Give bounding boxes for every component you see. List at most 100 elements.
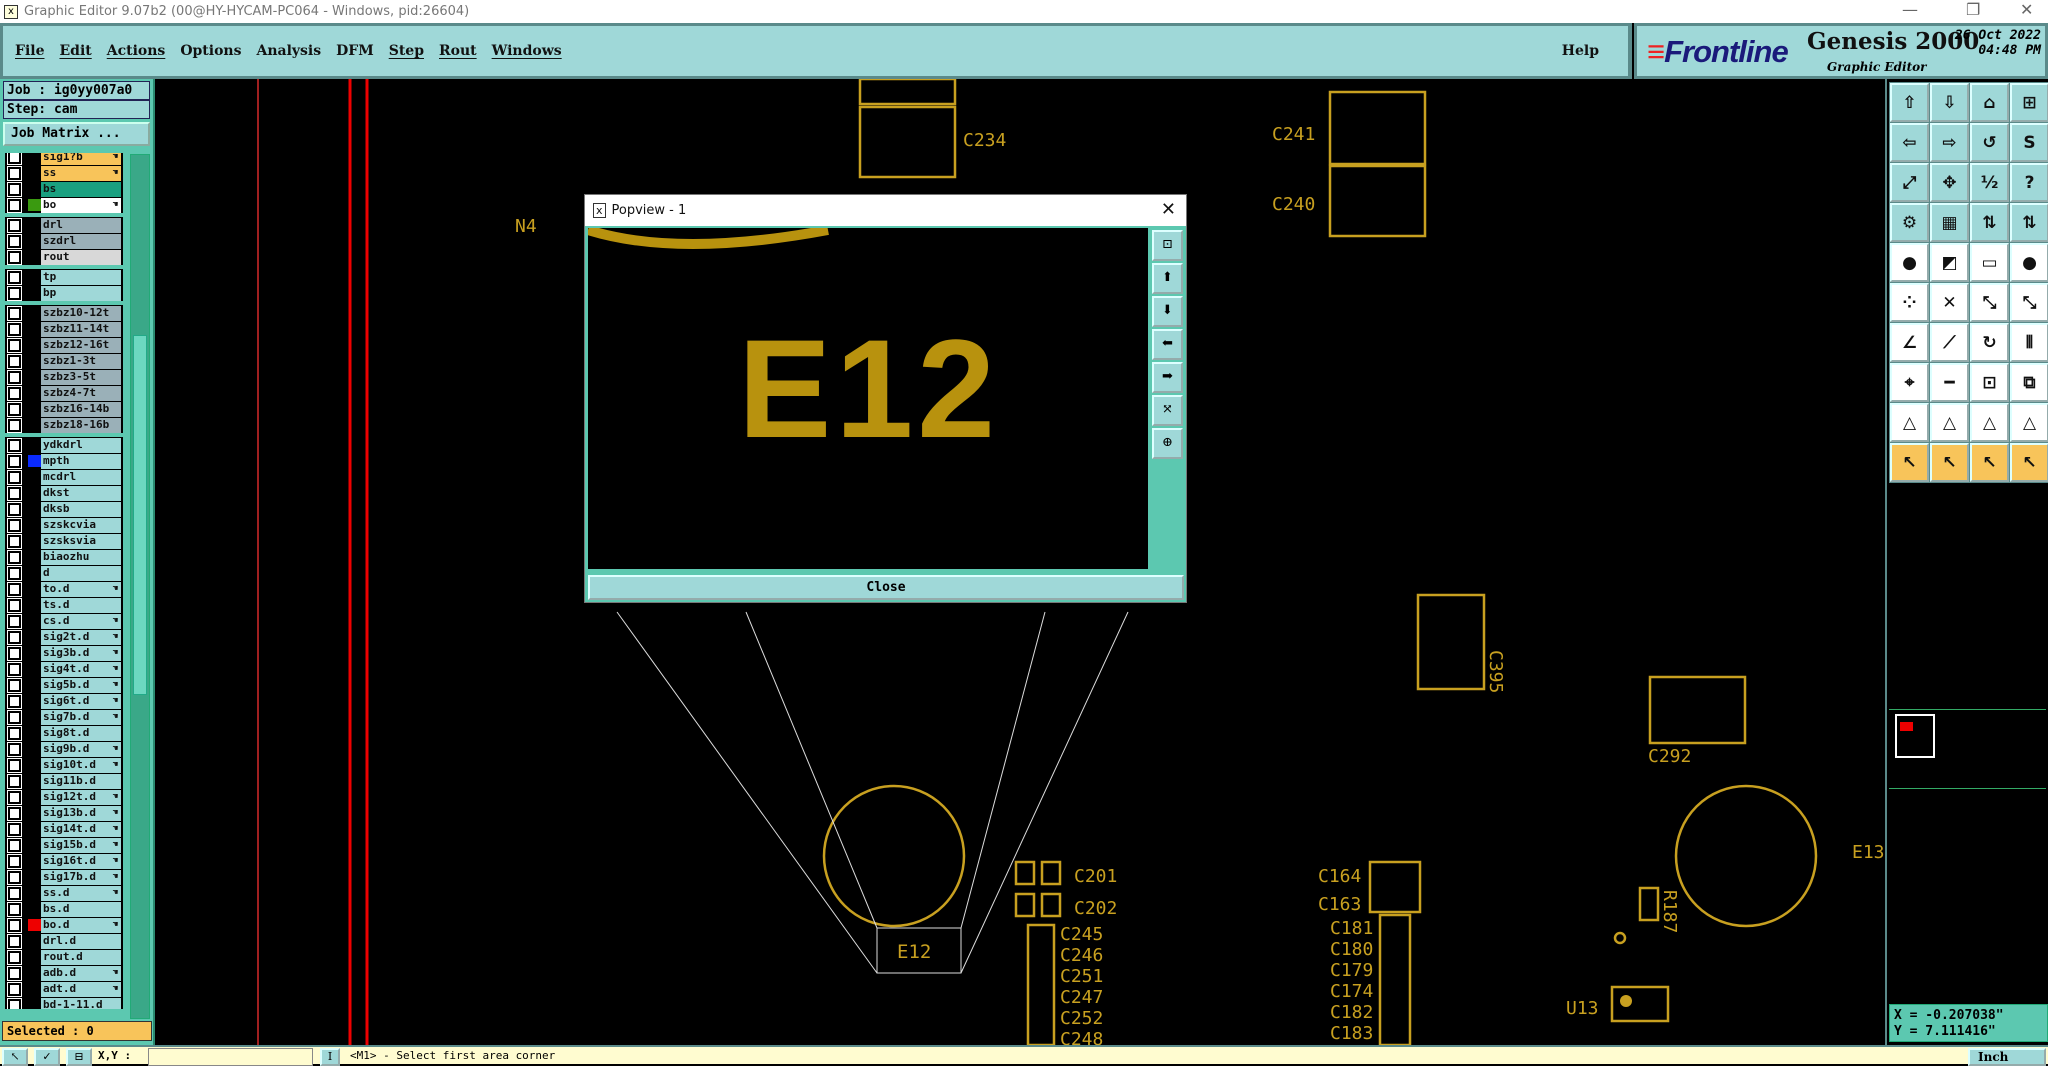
layer-display-swatch[interactable] — [28, 167, 41, 179]
layer-affected-checkbox[interactable] — [7, 437, 22, 453]
layer-affected-checkbox[interactable] — [7, 153, 22, 165]
menu-dfm[interactable]: DFM — [336, 43, 374, 59]
layer-row[interactable]: drl — [5, 217, 123, 233]
layer-name[interactable]: sig5b.d☚ — [41, 677, 121, 693]
layer-name[interactable]: szbz12-16t — [41, 337, 121, 353]
layer-row[interactable]: ydkdrl — [5, 437, 123, 453]
layer-row[interactable]: cs.d☚ — [5, 613, 123, 629]
select-2-icon[interactable]: ↖ — [1930, 443, 1969, 482]
layer-row[interactable]: szbz4-7t — [5, 385, 123, 401]
layer-name[interactable]: bd-1-11.d — [41, 997, 121, 1009]
popview-zoom-icon[interactable]: ⊡ — [1152, 230, 1183, 261]
layer-affected-checkbox[interactable] — [7, 369, 22, 385]
layer-row[interactable]: szsksvia — [5, 533, 123, 549]
layer-row[interactable]: sig15b.d☚ — [5, 837, 123, 853]
layer-affected-checkbox[interactable] — [7, 885, 22, 901]
layer-row[interactable]: sig9b.d☚ — [5, 741, 123, 757]
popview-up-icon[interactable]: ⬆ — [1152, 263, 1183, 294]
layer-name[interactable]: szbz1-3t — [41, 353, 121, 369]
polygon-icon[interactable]: ◩ — [1930, 243, 1969, 282]
layer-display-swatch[interactable] — [28, 235, 41, 247]
menu-windows[interactable]: Windows — [491, 43, 562, 59]
select-4-icon[interactable]: ↖ — [2010, 443, 2048, 482]
layer-affected-checkbox[interactable] — [7, 661, 22, 677]
layer-affected-checkbox[interactable] — [7, 837, 22, 853]
layer-row[interactable]: sig6t.d☚ — [5, 693, 123, 709]
settings-icon[interactable]: ⚙ — [1890, 203, 1929, 242]
layer-display-swatch[interactable] — [28, 271, 41, 283]
popview-close-icon[interactable]: ✕ — [1160, 199, 1176, 220]
layer-display-swatch[interactable] — [28, 631, 41, 643]
layer-affected-checkbox[interactable] — [7, 453, 22, 469]
layer-row[interactable]: szbz12-16t — [5, 337, 123, 353]
layer-row[interactable]: sig8t.d — [5, 725, 123, 741]
snap-icon[interactable]: S — [2010, 123, 2048, 162]
layer-name[interactable]: bp — [41, 285, 121, 301]
layer-row[interactable]: szbz16-14b — [5, 401, 123, 417]
layer-row[interactable]: sig2t.d☚ — [5, 629, 123, 645]
layer-name[interactable]: sig7b.d☚ — [41, 709, 121, 725]
restore-icon[interactable]: ❐ — [1966, 0, 1981, 19]
layer-row[interactable]: sig11b.d — [5, 773, 123, 789]
layer-display-swatch[interactable] — [28, 967, 41, 979]
layer-affected-checkbox[interactable] — [7, 933, 22, 949]
layer-row[interactable]: szbz11-14t — [5, 321, 123, 337]
minus-icon[interactable]: ━ — [1930, 363, 1969, 402]
line-icon[interactable]: ▭ — [1970, 243, 2009, 282]
layer-name[interactable]: dkst — [41, 485, 121, 501]
popview-right-icon[interactable]: ➡ — [1152, 362, 1183, 393]
layer-display-swatch[interactable] — [28, 503, 41, 515]
layer-display-swatch[interactable] — [28, 583, 41, 595]
layer-row[interactable]: szbz3-5t — [5, 369, 123, 385]
layer-affected-checkbox[interactable] — [7, 757, 22, 773]
layer-affected-checkbox[interactable] — [7, 485, 22, 501]
layer-display-swatch[interactable] — [28, 567, 41, 579]
layer-affected-checkbox[interactable] — [7, 741, 22, 757]
menu-rout[interactable]: Rout — [439, 43, 477, 59]
layer-display-swatch[interactable] — [28, 695, 41, 707]
layer-row[interactable]: tp — [5, 269, 123, 285]
layer-name[interactable]: rout — [41, 249, 121, 265]
layer-affected-checkbox[interactable] — [7, 597, 22, 613]
swap-2-icon[interactable]: ⇅ — [2010, 203, 2048, 242]
layer-name[interactable]: szsksvia — [41, 533, 121, 549]
units-selector[interactable]: Inch — [1968, 1048, 2046, 1066]
layer-name[interactable]: sig15b.d☚ — [41, 837, 121, 853]
layer-name[interactable]: sig11b.d — [41, 773, 121, 789]
layer-affected-checkbox[interactable] — [7, 249, 22, 265]
help-icon[interactable]: ? — [2010, 163, 2048, 202]
graphic-canvas[interactable]: C234 C241 C240 N4 C395 C292 E13 C201 C20… — [155, 79, 1885, 1045]
layer-name[interactable]: drl — [41, 217, 121, 233]
half-zoom-icon[interactable]: ½ — [1970, 163, 2009, 202]
layer-row[interactable]: d — [5, 565, 123, 581]
layer-affected-checkbox[interactable] — [7, 165, 22, 181]
zoom-in-icon[interactable]: ⇧ — [1890, 83, 1929, 122]
layer-row[interactable]: sig10t.d☚ — [5, 757, 123, 773]
layer-affected-checkbox[interactable] — [7, 197, 22, 213]
layer-name[interactable]: sig12t.d☚ — [41, 789, 121, 805]
layer-affected-checkbox[interactable] — [7, 401, 22, 417]
layer-name[interactable]: d — [41, 565, 121, 581]
layer-row[interactable]: ss☚ — [5, 165, 123, 181]
layer-affected-checkbox[interactable] — [7, 417, 22, 433]
fill-icon[interactable]: ⧉ — [2010, 363, 2048, 402]
bounding-icon[interactable]: ⊡ — [1970, 363, 2009, 402]
menu-analysis[interactable]: Analysis — [256, 43, 322, 59]
layer-name[interactable]: sig14t.d☚ — [41, 821, 121, 837]
layer-display-swatch[interactable] — [28, 679, 41, 691]
layer-name[interactable]: ydkdrl — [41, 437, 121, 453]
layer-display-swatch[interactable] — [28, 919, 41, 931]
layer-display-swatch[interactable] — [28, 823, 41, 835]
layer-row[interactable]: szdrl — [5, 233, 123, 249]
layer-row[interactable]: rout.d — [5, 949, 123, 965]
layer-row[interactable]: sig3b.d☚ — [5, 645, 123, 661]
layer-affected-checkbox[interactable] — [7, 501, 22, 517]
text-cursor-icon[interactable]: I — [320, 1048, 340, 1066]
popview-fit-icon[interactable]: ⤧ — [1152, 395, 1183, 426]
layer-name[interactable]: sig17b.d☚ — [41, 869, 121, 885]
layer-name[interactable]: sig3b.d☚ — [41, 645, 121, 661]
layer-display-swatch[interactable] — [28, 983, 41, 995]
layer-display-swatch[interactable] — [28, 711, 41, 723]
layer-row[interactable]: sig1?b☚ — [5, 153, 123, 165]
layer-affected-checkbox[interactable] — [7, 917, 22, 933]
